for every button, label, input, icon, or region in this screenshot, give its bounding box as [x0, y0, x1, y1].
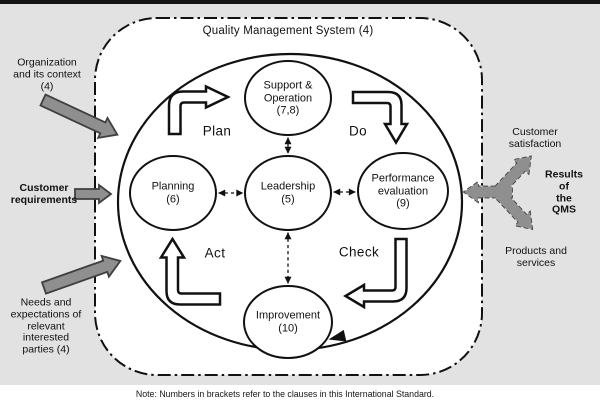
output-label-results-of-qms: Results of the QMS — [545, 168, 583, 216]
cycle-arrowhead-icon — [328, 329, 347, 342]
output-label-customer-satisfaction: Customer satisfaction — [508, 126, 562, 150]
check-block-arrow — [343, 237, 408, 310]
cycle-label-plan: Plan — [202, 123, 232, 139]
input-arrow-customer-requirements — [74, 183, 113, 205]
plan-block-arrow — [167, 84, 231, 136]
cycle-label-do: Do — [348, 123, 368, 139]
input-label-needs-expectations: Needs and expectations of relevant inter… — [10, 296, 82, 356]
input-arrow-needs-expectations — [40, 254, 122, 295]
input-label-organization: Organization and its context (4) — [13, 56, 81, 92]
node-improvement — [243, 285, 333, 359]
input-label-customer-requirements: Customer requirements — [10, 182, 78, 206]
input-arrow-organization — [39, 93, 119, 140]
node-leadership — [244, 155, 332, 231]
footnote: Note: Numbers in brackets refer to the c… — [135, 389, 435, 399]
top-border-bar — [0, 0, 600, 4]
act-block-arrow — [158, 236, 222, 306]
node-label-performance-evaluation: Performance evaluation (9) — [371, 172, 435, 210]
qms-title: Quality Management System (4) — [202, 25, 374, 37]
node-label-improvement: Improvement (10) — [255, 309, 321, 335]
node-support-operation — [244, 60, 332, 136]
cycle-label-check: Check — [338, 244, 380, 260]
output-label-products-services: Products and services — [505, 245, 567, 269]
node-label-leadership: Leadership (5) — [260, 180, 316, 206]
node-performance-evaluation — [357, 152, 449, 230]
footer-strip: Note: Numbers in brackets refer to the c… — [0, 385, 600, 407]
node-planning — [129, 155, 217, 231]
do-block-arrow — [351, 90, 410, 145]
output-arrow-union-fill — [464, 156, 533, 229]
cycle-label-act: Act — [204, 245, 226, 261]
node-label-planning: Planning (6) — [151, 180, 195, 206]
node-label-support-operation: Support & Operation (7,8) — [263, 79, 313, 117]
